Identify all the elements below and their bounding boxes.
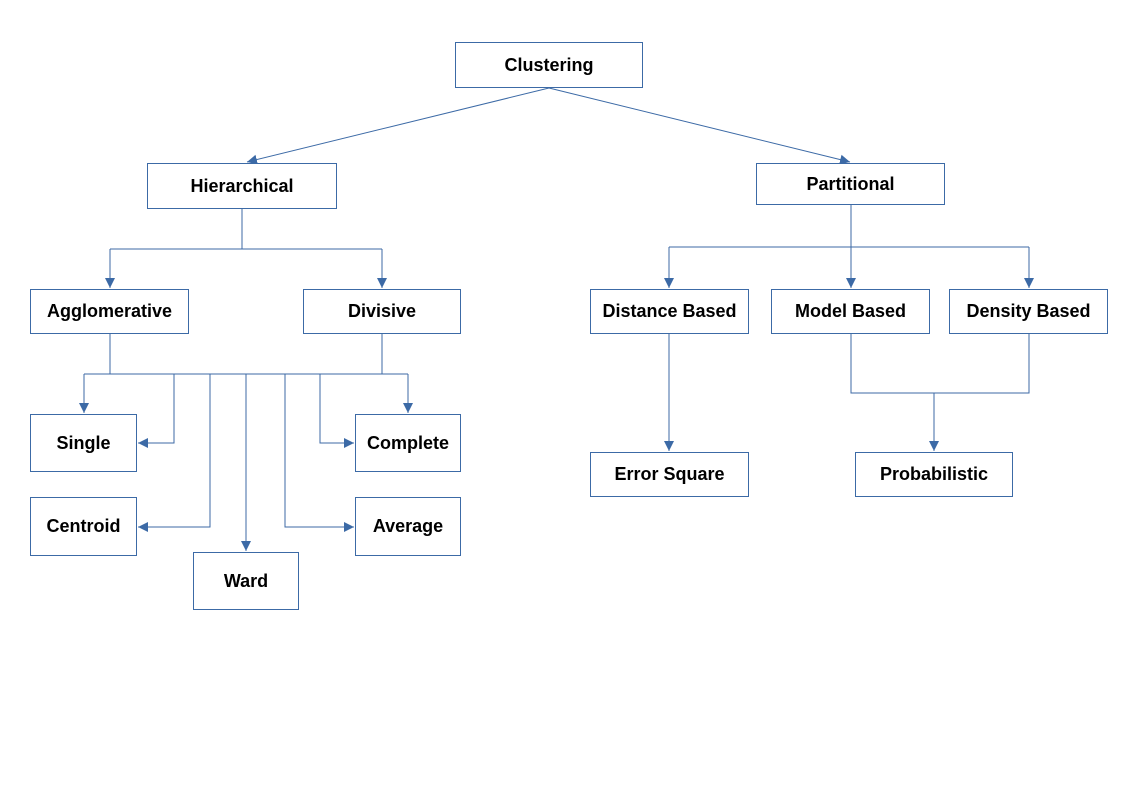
node-agglomerative: Agglomerative — [30, 289, 189, 334]
edge-clustering-partitional — [548, 87, 851, 165]
node-probabilistic: Probabilistic — [855, 452, 1013, 497]
edge-to-centroid — [138, 374, 211, 532]
node-single: Single — [30, 414, 137, 472]
node-clustering: Clustering — [455, 42, 643, 88]
node-hierarchical: Hierarchical — [147, 163, 337, 209]
node-centroid: Centroid — [30, 497, 137, 556]
node-complete: Complete — [355, 414, 461, 472]
node-density-based: Density Based — [949, 289, 1108, 334]
edge-to-average — [284, 374, 354, 532]
edge-clustering-hierarchical — [246, 87, 550, 165]
node-error-square: Error Square — [590, 452, 749, 497]
edge-to-complete-side — [319, 374, 354, 448]
node-distance-based: Distance Based — [590, 289, 749, 334]
node-partitional: Partitional — [756, 163, 945, 205]
node-average: Average — [355, 497, 461, 556]
edge-to-single-side — [138, 374, 175, 448]
node-model-based: Model Based — [771, 289, 930, 334]
edge-model-density-merge — [850, 334, 1030, 394]
node-ward: Ward — [193, 552, 299, 610]
node-divisive: Divisive — [303, 289, 461, 334]
